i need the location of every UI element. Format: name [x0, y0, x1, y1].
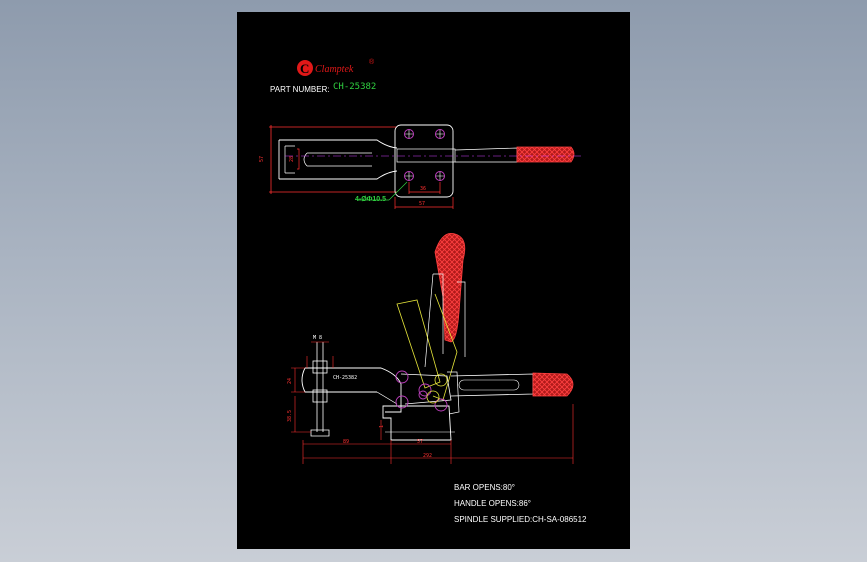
brand-name: Clamptek — [315, 64, 354, 75]
hole-callout: 4-ØΦ10.5 — [355, 196, 386, 203]
side-view — [291, 233, 574, 464]
dim-spindle-height: 38.5 — [287, 410, 293, 422]
dim-offset: 1 — [379, 425, 385, 428]
clamp-drawing: C Clamptek ® PART NUMBER: CH-25382 57 28… — [259, 58, 587, 524]
dim-base-width: 57 — [419, 201, 425, 207]
brand-mark: ® — [369, 58, 375, 66]
dim-top-inner: 28 — [289, 156, 295, 162]
part-number-value: CH-25382 — [333, 82, 376, 92]
spec-handle-opens: HANDLE OPENS:86° — [454, 499, 531, 508]
dim-arm-height: 24 — [287, 378, 293, 384]
spec-bar-opens: BAR OPENS:80° — [454, 483, 515, 492]
drawing-sheet: C Clamptek ® PART NUMBER: CH-25382 57 28… — [237, 12, 630, 549]
spec-spindle: SPINDLE SUPPLIED:CH-SA-086512 — [454, 515, 587, 524]
bar-label: CH-25382 — [333, 375, 357, 381]
dim-thread: M 8 — [313, 335, 322, 341]
part-number-label: PART NUMBER: — [270, 85, 330, 94]
brand-logo: C Clamptek ® — [297, 58, 375, 76]
brand-letter: C — [300, 61, 309, 76]
dim-bar-reach: 89 — [343, 439, 349, 445]
top-view: 57 28 36 57 — [259, 124, 582, 209]
dim-base: 57 — [417, 439, 423, 445]
dim-hole-spacing: 36 — [420, 186, 426, 192]
dim-top-height: 57 — [259, 156, 265, 162]
dim-overall: 292 — [423, 453, 432, 459]
brand-logo-circle — [297, 60, 313, 76]
